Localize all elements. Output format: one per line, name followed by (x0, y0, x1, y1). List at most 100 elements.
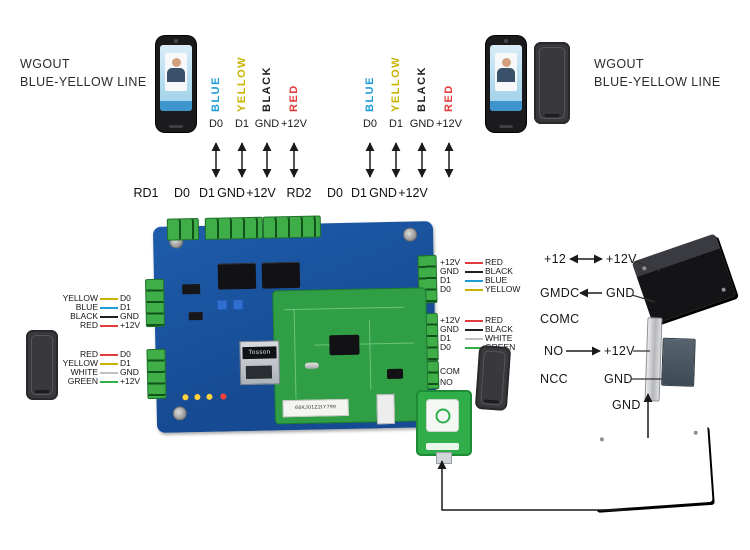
power-in-gnd-label: GMDC (540, 286, 580, 300)
wire-line (465, 279, 483, 282)
status-led-yellow (182, 394, 189, 401)
relay-component (217, 262, 257, 290)
wire-map-row: RED D0 (56, 350, 148, 359)
wire-color-label: RED (485, 315, 503, 325)
wire-map-row: RED +12V (56, 321, 148, 330)
power-supply-bottom (589, 424, 712, 510)
psu-12v-label: +12V (606, 252, 637, 266)
wire-map-row: GND BLACK (440, 267, 532, 276)
person-photo (495, 53, 517, 91)
wire-line (465, 328, 483, 331)
ic-chip (188, 311, 203, 321)
access-control-board: Tosson 66KJ01Z2IY799 (144, 215, 440, 433)
wire-color-label: RED (80, 349, 98, 359)
ic-chip (386, 368, 404, 380)
pin-label: +12V (120, 376, 141, 386)
status-led-yellow (194, 393, 201, 401)
wire-map-row: BLACK GND (56, 312, 148, 321)
rfid-reader-exit-side (474, 344, 512, 412)
pin-label: GND (120, 311, 139, 321)
pin-d0: D0 (362, 118, 378, 130)
wire-name-black: BLACK (416, 66, 428, 112)
wgout-title: WGOUT (20, 57, 70, 71)
wire-name-red: RED (443, 84, 455, 112)
rfid-reader-top-right (534, 42, 570, 124)
exit-push-button (416, 390, 472, 464)
wire-map-row: D0 YELLOW (440, 285, 532, 294)
pin-12v: +12V (281, 118, 307, 130)
button-label-strip (426, 443, 459, 450)
wire-name-black: BLACK (261, 66, 273, 112)
wgout-label-left: WGOUT BLUE-YELLOW LINE (20, 56, 147, 91)
board-pin-12v: +12V (246, 186, 276, 200)
relay-com-label: COMC (540, 312, 580, 326)
relay-no-label: NO (544, 344, 564, 358)
pin-label: +12V (120, 320, 141, 330)
board-pin-d1: D1 (351, 186, 367, 200)
device-screen (490, 45, 522, 111)
white-connector (376, 393, 396, 425)
pin-12v: +12V (436, 118, 462, 130)
pin-label: +12V (440, 315, 461, 325)
wire-name-blue: BLUE (210, 76, 222, 112)
ethernet-brand-label: Tosson (242, 346, 277, 360)
wire-line (465, 261, 483, 264)
lock-gnd-label: GND (604, 372, 633, 386)
wire-line (465, 337, 483, 340)
led-slot (34, 390, 50, 393)
wire-line (465, 288, 483, 291)
lock-magnet-body (661, 337, 696, 387)
wire-line (100, 371, 118, 374)
wire-name-yellow: YELLOW (236, 55, 248, 112)
power-in-12v-label: +12 (544, 252, 567, 266)
psu-gnd-label: GND (606, 286, 635, 300)
wire-map-row: D1 BLUE (440, 276, 532, 285)
terminal-block-top (204, 216, 264, 240)
wire-color-label: BLACK (485, 266, 513, 276)
terminal-block-top (262, 215, 322, 239)
wire-map-row: WHITE GND (56, 368, 148, 377)
mcu-chip (329, 334, 360, 356)
screw-standoff (402, 227, 418, 242)
mount-tab (436, 452, 452, 464)
board-pin-gnd: GND (369, 186, 397, 200)
pin-label: D0 (440, 342, 451, 352)
wire-line (100, 315, 118, 318)
pin-label: GND (120, 367, 139, 377)
lock-armature-plate (644, 317, 663, 402)
wire-color-label: GREEN (67, 376, 98, 386)
wire-map-row: +12V RED (440, 258, 532, 267)
pin-label: D1 (440, 333, 451, 343)
button-face (426, 399, 459, 432)
board-pin-d0: D0 (174, 186, 190, 200)
rj45-jack (245, 365, 273, 380)
ic-chip (182, 283, 201, 295)
wire-line (465, 270, 483, 273)
board-pin-rd2: RD2 (286, 186, 312, 200)
pin-label: D1 (440, 275, 451, 285)
device-screen (160, 45, 192, 111)
wire-line (100, 380, 118, 383)
home-button-icon (169, 125, 183, 128)
face-reader-device-right (486, 36, 526, 132)
status-led-yellow (206, 393, 213, 400)
relay-nc-label: NCC (540, 372, 568, 386)
led-slot (544, 114, 560, 117)
wire-line (100, 362, 118, 365)
trimpot-component (216, 299, 228, 311)
wire-map-row: +12V RED (440, 316, 532, 325)
wire-color-label: RED (485, 257, 503, 267)
psu2-gnd-label: GND (612, 398, 641, 412)
board-pin-12v: +12V (398, 186, 428, 200)
status-led-red (220, 393, 227, 400)
serial-sticker: 66KJ01Z2IY799 (282, 398, 349, 418)
terminal-block-top (166, 217, 200, 241)
screw-standoff (172, 406, 187, 421)
home-button-icon (499, 125, 513, 128)
pin-label: GND (440, 266, 459, 276)
camera-dot-icon (174, 39, 178, 43)
wire-map-row: YELLOW D1 (56, 359, 148, 368)
board-pin-gnd: GND (217, 186, 245, 200)
wire-color-label: WHITE (70, 367, 98, 377)
wire-line (465, 319, 483, 322)
